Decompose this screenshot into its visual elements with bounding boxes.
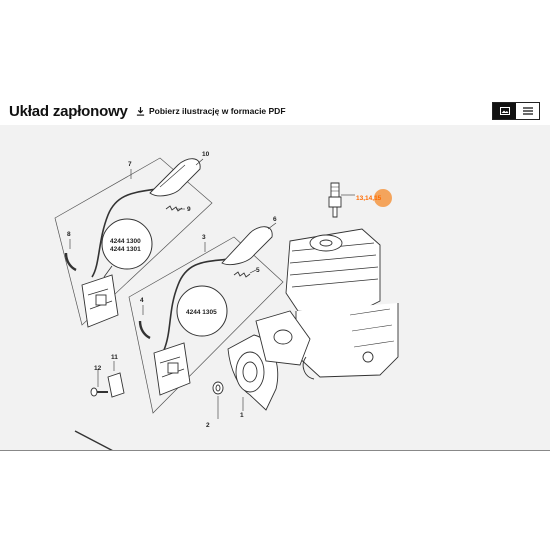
spring-9 — [165, 205, 183, 212]
part-callout-upper — [101, 218, 153, 270]
image-view-icon — [499, 107, 510, 115]
ignition-wire-lower — [163, 254, 246, 351]
download-pdf-link[interactable]: Pobierz ilustrację w formacie PDF — [136, 106, 286, 116]
list-view-icon — [522, 107, 533, 115]
image-view-button[interactable] — [493, 103, 516, 119]
nut — [212, 381, 224, 395]
upper-group-frame — [54, 157, 213, 326]
part-label-9[interactable]: 9 — [187, 206, 191, 213]
spark-plug — [328, 182, 342, 218]
spark-boot-lower — [221, 226, 273, 266]
page-title: Układ zapłonowy — [9, 103, 128, 120]
part-label-1[interactable]: 1 — [240, 412, 244, 419]
grommet-4 — [138, 320, 151, 340]
highlight-marker — [374, 189, 392, 207]
part-label-2[interactable]: 2 — [206, 422, 210, 429]
part-label-5[interactable]: 5 — [256, 267, 260, 274]
callout-lower-text: 4244 1305 — [186, 309, 217, 316]
spark-boot-upper — [149, 158, 201, 197]
part-callout-lower — [176, 285, 228, 337]
download-icon — [136, 106, 145, 116]
part-label-13-14-15[interactable]: 13,14,15 — [356, 195, 382, 202]
part-label-10[interactable]: 10 — [202, 151, 210, 158]
part-label-6[interactable]: 6 — [273, 216, 277, 223]
part-label-11[interactable]: 11 — [111, 354, 118, 361]
shaft — [74, 430, 115, 451]
ignition-system-illustration: 7 10 9 8 3 6 5 4 1 2 11 12 13,14,15 4244… — [54, 151, 399, 451]
part-label-12[interactable]: 12 — [94, 365, 102, 372]
spring-5 — [233, 271, 251, 278]
screw — [90, 387, 108, 397]
engine-block — [255, 228, 399, 380]
part-label-7[interactable]: 7 — [128, 161, 132, 168]
exploded-diagram: 7 10 9 8 3 6 5 4 1 2 11 12 13,14,15 4244… — [0, 125, 550, 451]
grommet-8 — [64, 252, 77, 272]
list-view-button[interactable] — [516, 103, 539, 119]
callout-upper-line-2: 4244 1301 — [110, 246, 141, 253]
ignition-module-lower — [153, 342, 191, 396]
part-label-4[interactable]: 4 — [140, 297, 144, 304]
bracket — [107, 372, 125, 398]
ignition-module-upper — [81, 274, 119, 328]
callout-upper-line-1: 4244 1300 — [110, 238, 141, 245]
part-label-8[interactable]: 8 — [67, 231, 71, 238]
bottom-divider — [0, 450, 550, 451]
lower-group-frame — [128, 236, 284, 414]
download-pdf-label: Pobierz ilustrację w formacie PDF — [149, 106, 286, 116]
part-label-3[interactable]: 3 — [202, 234, 206, 241]
view-toggle — [492, 102, 540, 120]
